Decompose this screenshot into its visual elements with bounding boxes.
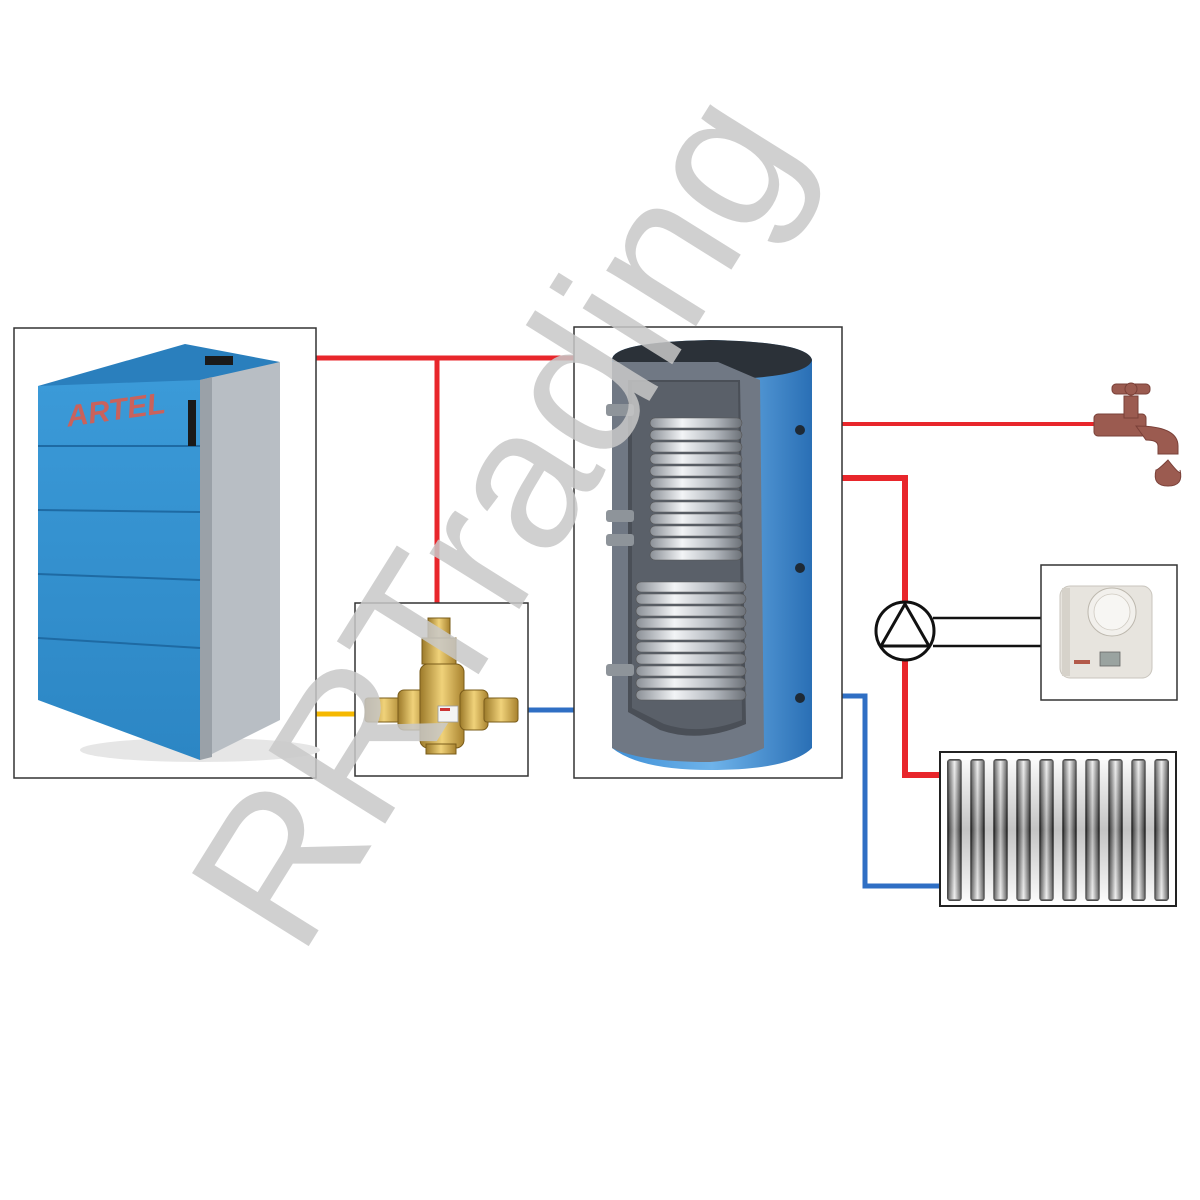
faucet-icon [1093, 382, 1182, 487]
lower-coil [635, 581, 747, 701]
buffer-tank-icon [606, 340, 812, 770]
pump-icon [874, 600, 936, 662]
upper-coil [649, 417, 743, 561]
thermostat-icon [1059, 585, 1153, 679]
radiator-icon [939, 751, 1177, 907]
mixing-valve-icon [364, 617, 519, 755]
buffer-tank-panel [573, 326, 843, 779]
boiler-icon [37, 344, 280, 760]
heating-return-pipe [842, 693, 940, 889]
mixing-valve-panel [354, 602, 529, 777]
thermostat-panel [1040, 564, 1178, 701]
boiler-panel: ARTEL [13, 327, 320, 779]
